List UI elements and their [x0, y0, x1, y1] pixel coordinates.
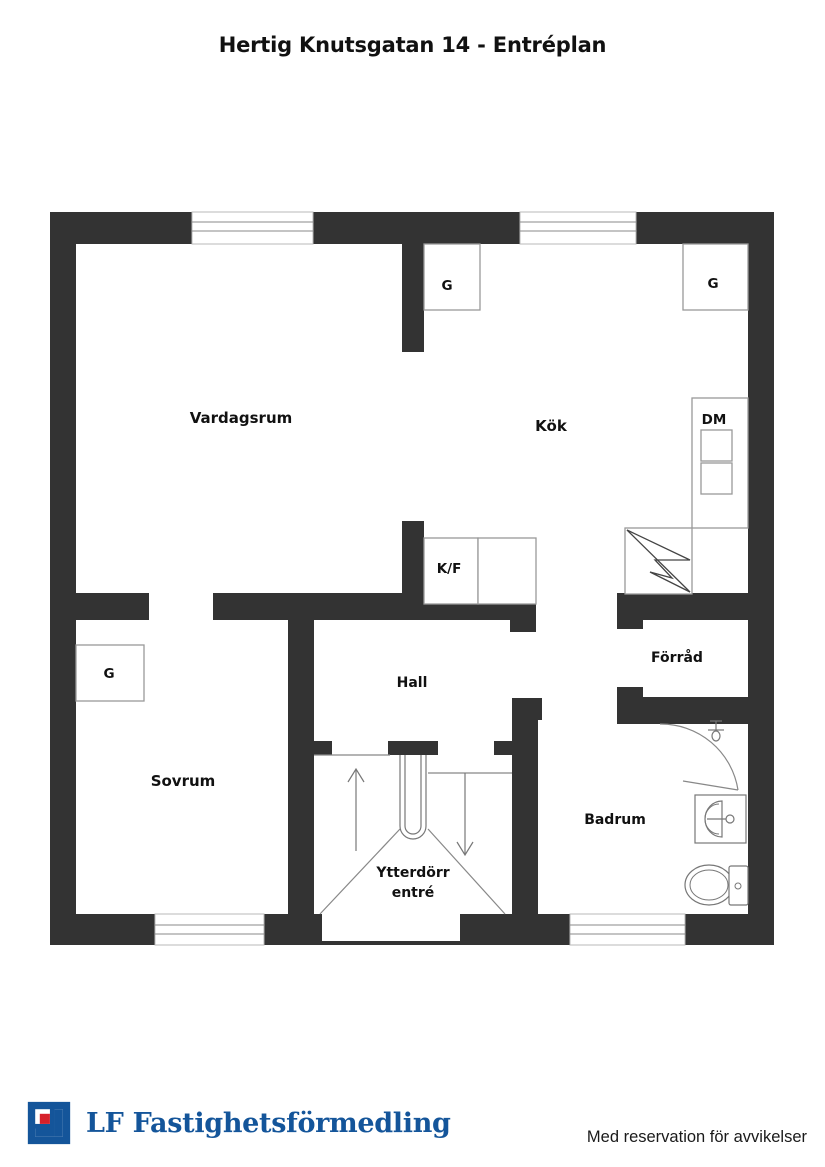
- walls-group: [50, 212, 774, 945]
- window-top-right: [519, 211, 637, 245]
- wall-bottom-left: [50, 914, 155, 945]
- wall-sovrum-hall-divider: [288, 593, 314, 923]
- window-top-left: [191, 211, 314, 245]
- wall-forrad-top-nub: [617, 593, 643, 629]
- room-label-kok: Kök: [535, 417, 568, 435]
- entrance-splay-left: [319, 828, 401, 915]
- floor-plan: Vardagsrum Kök Sovrum Hall Badrum Förråd…: [50, 211, 774, 946]
- wall-stub-kitchen-divider: [402, 244, 424, 352]
- fixture-label-fridge-freezer: K/F: [437, 561, 462, 577]
- fixture-label-dishwasher: DM: [702, 412, 727, 428]
- fixture-label-closet-kitchen-left: G: [441, 278, 452, 294]
- fixture-label-closet-kitchen-right: G: [707, 276, 718, 292]
- wall-left-exterior: [50, 212, 76, 945]
- windows-group: [154, 211, 686, 946]
- page-title: Hertig Knutsgatan 14 - Entréplan: [218, 33, 607, 57]
- closet-kitchen-right-box: [682, 243, 749, 311]
- floor-plan-svg: Vardagsrum Kök Sovrum Hall Badrum Förråd…: [50, 211, 774, 946]
- wall-bottom-edge: [50, 941, 774, 945]
- wall-top-middle: [313, 212, 520, 244]
- wall-hall-badrum-divider: [512, 698, 538, 924]
- stairwell-outline: [399, 755, 427, 840]
- closet-bedroom-box: [75, 644, 145, 702]
- fridge-freezer-box: [423, 537, 479, 605]
- window-bottom-left: [154, 913, 265, 946]
- bathroom-fixtures: [659, 720, 749, 906]
- room-label-sovrum: Sovrum: [151, 772, 216, 790]
- wall-entrance-header: [388, 741, 438, 755]
- shower-head-icon: [708, 720, 724, 742]
- dishwasher-panel-lower: [700, 462, 733, 495]
- wall-entrance-jamb-right: [494, 741, 512, 755]
- entrance-label-line2: entré: [392, 885, 435, 901]
- disclaimer-text: Med reservation för avvikelser: [586, 1128, 807, 1146]
- room-label-hall: Hall: [397, 675, 428, 691]
- wall-entrance-jamb-left: [314, 741, 332, 755]
- room-label-forrad: Förråd: [651, 649, 703, 666]
- entrance-stairs: [314, 754, 512, 915]
- stove-zigzag-icon: [626, 529, 691, 593]
- wall-sovrum-top: [50, 593, 149, 620]
- footer: LF Fastighetsförmedling Med reservation …: [0, 1080, 825, 1167]
- brand-name: LF Fastighetsförmedling: [86, 1107, 451, 1139]
- entrance-splay-right: [427, 828, 506, 915]
- room-label-badrum: Badrum: [584, 812, 646, 828]
- kitchen-counter-kf-right: [477, 537, 537, 605]
- fixture-label-closet-bedroom: G: [103, 666, 114, 682]
- window-bottom-right: [569, 913, 686, 946]
- toilet-icon: [684, 864, 749, 906]
- wall-stub-kf-upper: [402, 521, 424, 605]
- stair-arrow-up-icon: [347, 767, 365, 851]
- wall-right-exterior: [748, 212, 774, 945]
- wall-forrad-bottom-nub: [617, 687, 643, 724]
- fixtures-group: [75, 243, 749, 702]
- room-label-vardagsrum: Vardagsrum: [190, 409, 293, 427]
- dishwasher-panel-upper: [700, 429, 733, 462]
- stair-arrow-down-icon: [456, 773, 474, 857]
- brand-logo[interactable]: LF Fastighetsförmedling: [26, 1100, 451, 1146]
- entrance-label-line1: Ytterdörr: [375, 865, 449, 881]
- sink-icon: [694, 794, 747, 844]
- wall-bottom-right: [685, 914, 774, 945]
- closet-kitchen-left-box: [423, 243, 481, 311]
- wall-hall-badrum-nub: [512, 698, 542, 720]
- badrum-door-swing-icon: [659, 723, 739, 791]
- lf-logo-icon: [27, 1101, 71, 1145]
